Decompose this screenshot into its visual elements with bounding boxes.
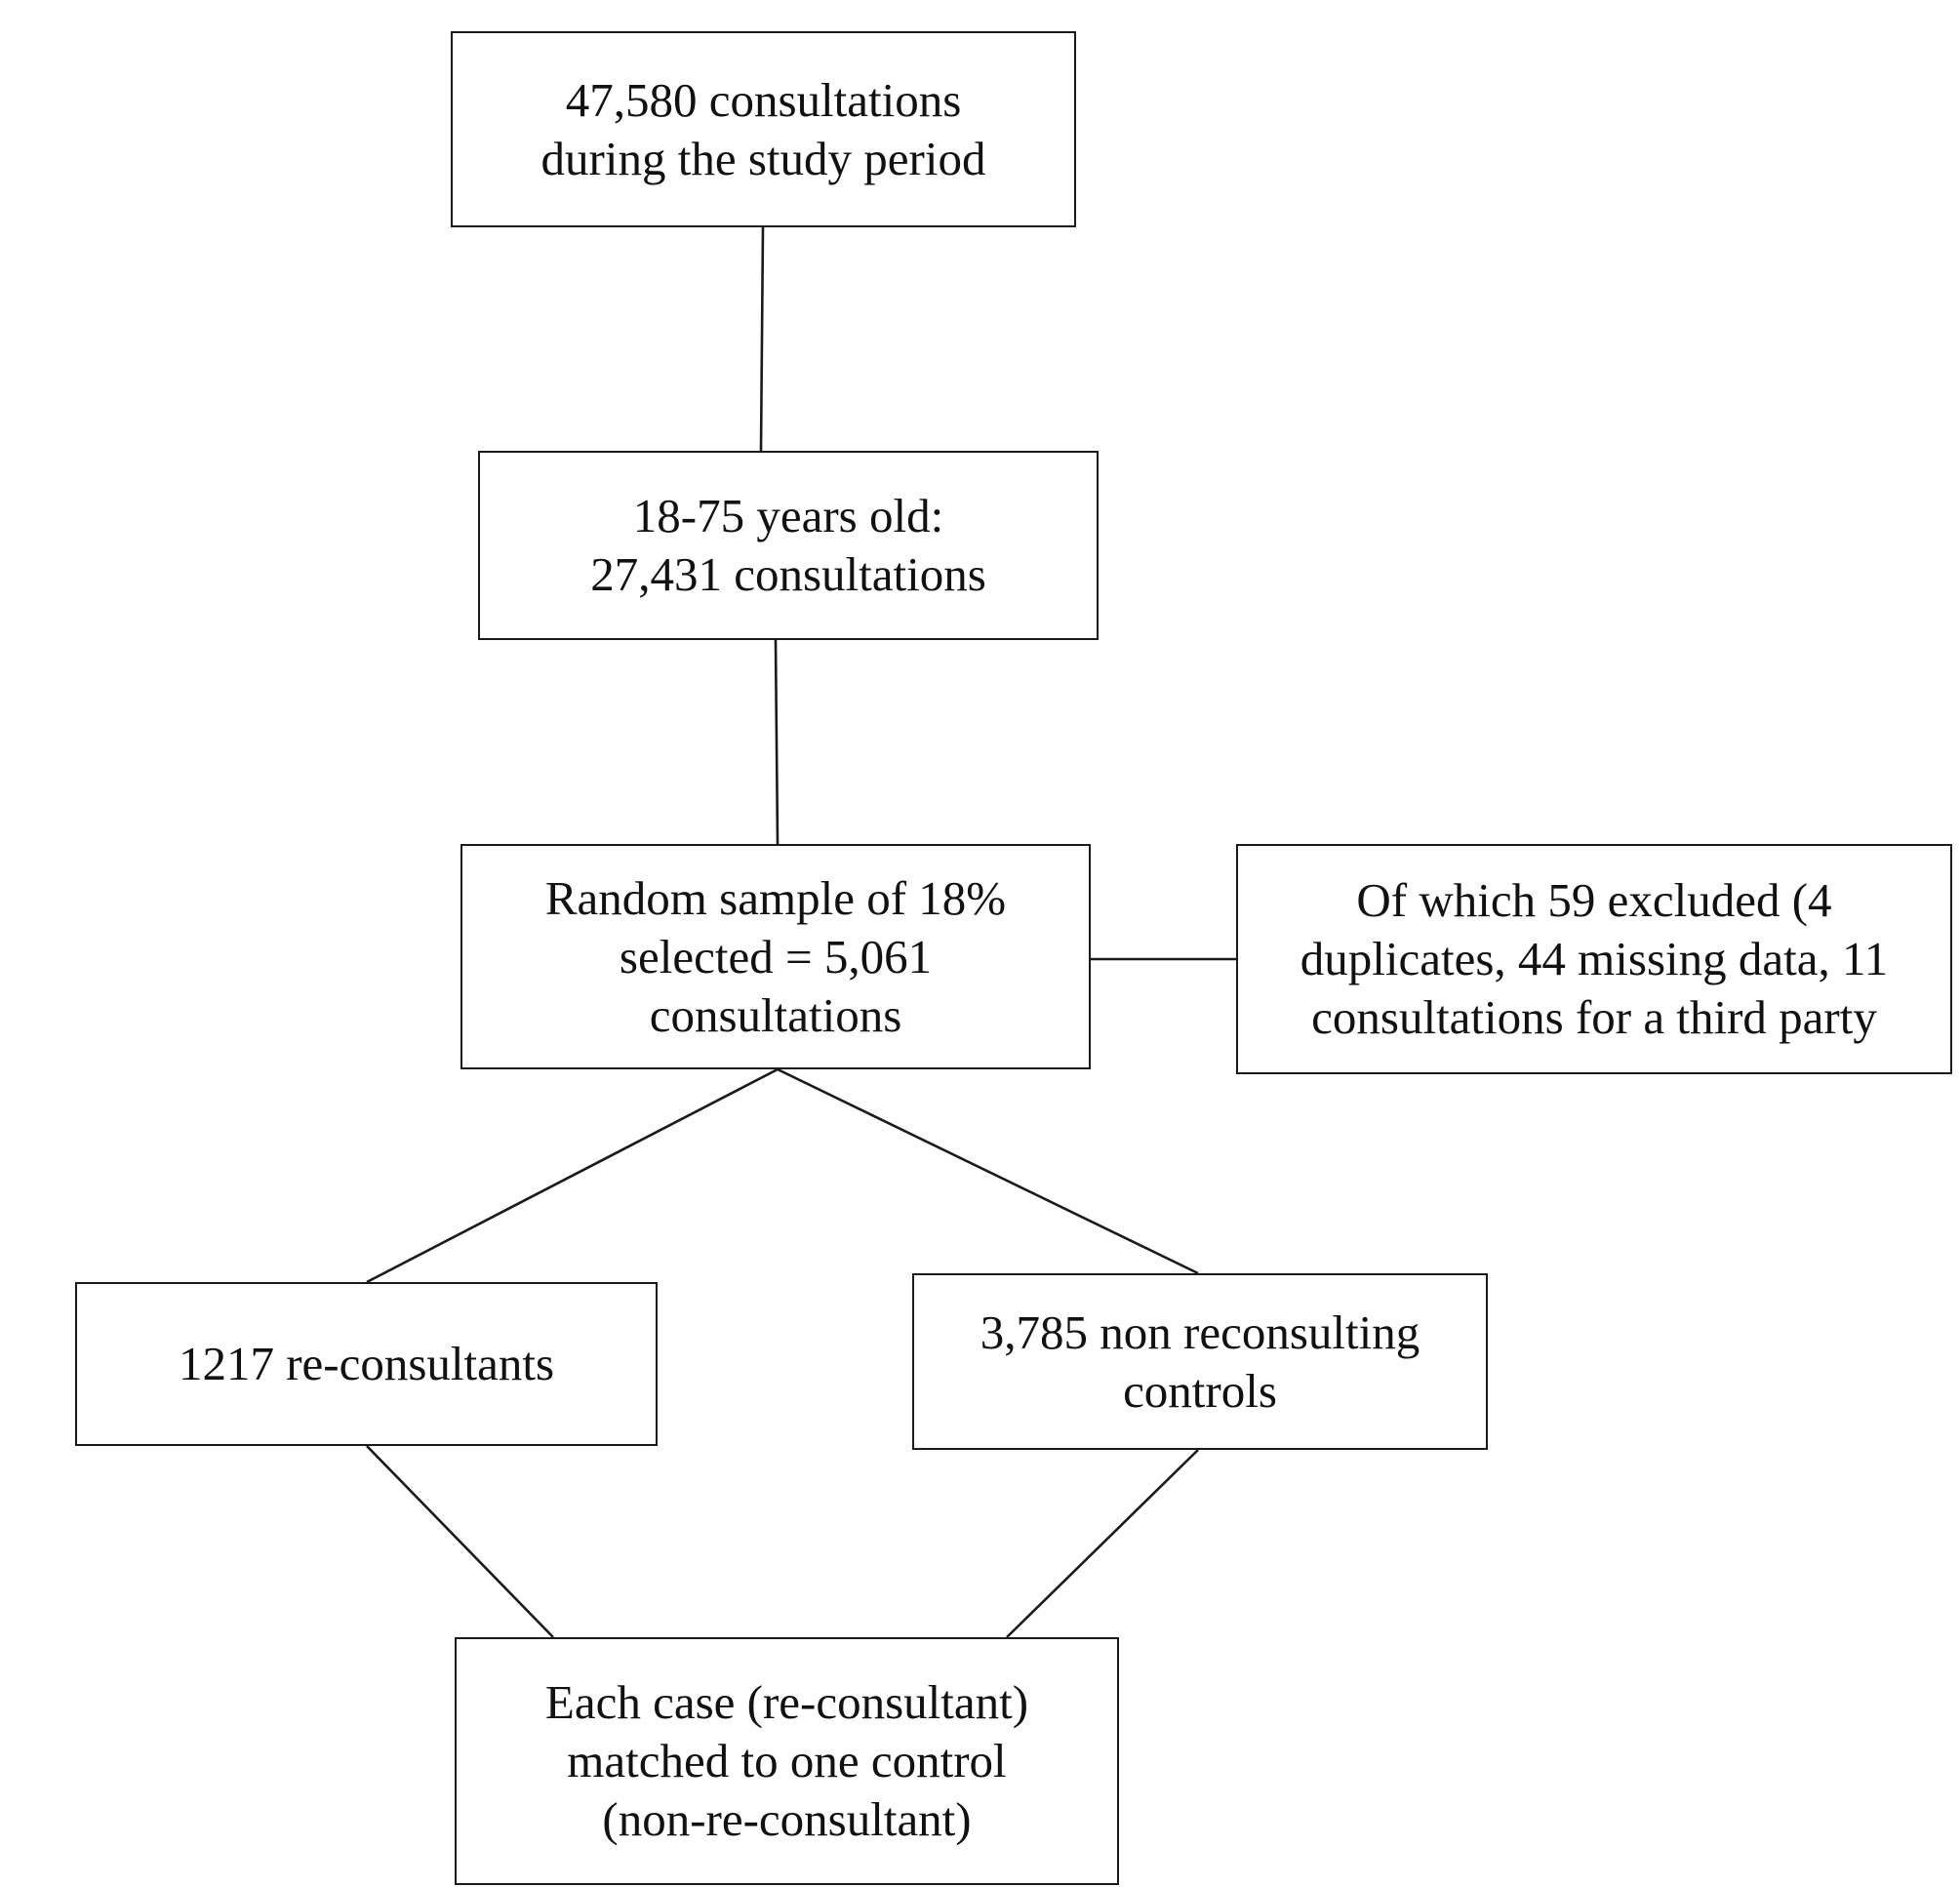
age-filter-box: 18-75 years old: 27,431 consultations (478, 451, 1099, 640)
box-text-line: Each case (re-consultant) (544, 1675, 1029, 1729)
box-text-line: selected = 5,061 (619, 929, 933, 984)
box-text-line: Random sample of 18% (544, 870, 1007, 925)
connector-3-6 (777, 1067, 1199, 1275)
random-sample-box: Random sample of 18% selected = 5,061 co… (460, 844, 1091, 1069)
exclusions-box: Of which 59 excluded (4 duplicates, 44 m… (1236, 844, 1952, 1074)
box-text-line: 18-75 years old: (632, 489, 944, 542)
box-text-line: 47,580 consultations (565, 72, 962, 127)
box-text-line: during the study period (540, 131, 986, 185)
connector-2-3 (774, 639, 780, 845)
controls-box: 3,785 non reconsulting controls (912, 1273, 1488, 1450)
connector-3-5 (366, 1067, 779, 1284)
box-text-line: 27,431 consultations (590, 547, 986, 601)
matching-box: Each case (re-consultant) matched to one… (455, 1637, 1119, 1885)
box-text-line: 3,785 non reconsulting (980, 1305, 1420, 1359)
total-consultations-box: 47,580 consultations during the study pe… (451, 31, 1076, 227)
connector-1-2 (759, 226, 765, 452)
box-text-line: 1217 re-consultants (178, 1337, 555, 1390)
box-text-line: (non-re-consultant) (602, 1792, 972, 1846)
connector-6-7 (1006, 1449, 1199, 1638)
re-consultants-box: 1217 re-consultants (75, 1282, 658, 1446)
box-text-line: consultations (649, 987, 902, 1042)
box-text-line: Of which 59 excluded (4 (1356, 873, 1832, 927)
box-text-line: consultations for a third party (1311, 990, 1877, 1044)
box-text-line: controls (1123, 1363, 1277, 1418)
connector-5-7 (366, 1445, 554, 1638)
box-text-line: duplicates, 44 missing data, 11 (1300, 932, 1889, 985)
box-text-line: matched to one control (567, 1734, 1007, 1787)
